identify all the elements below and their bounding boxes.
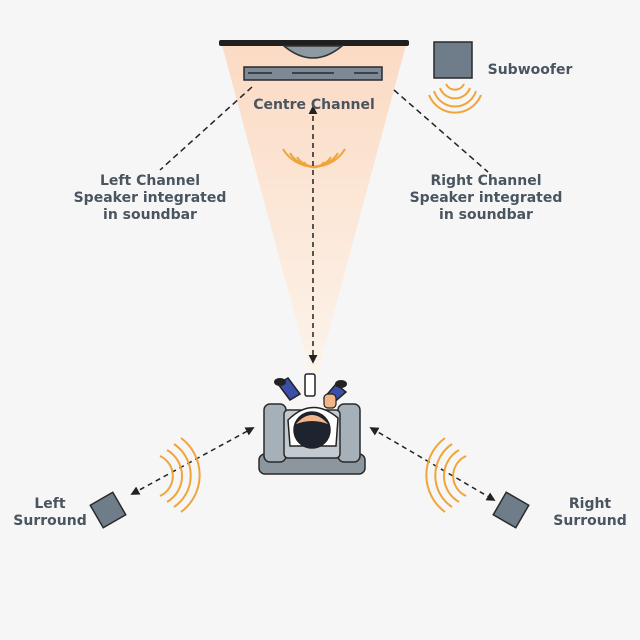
left-channel-label: Left Channel Speaker integrated in sound…: [60, 173, 240, 224]
right-channel-line-1: Right Channel: [430, 173, 542, 189]
right-surround-line-2: Surround: [553, 513, 627, 529]
right-surround-speaker: [492, 491, 530, 529]
tv-stand: [281, 45, 345, 59]
right-channel-line-3: in soundbar: [439, 207, 533, 223]
left-channel-line-2: Speaker integrated: [73, 190, 227, 206]
subwoofer-text: Subwoofer: [487, 62, 573, 78]
soundbar-beam: [222, 45, 406, 372]
right-surround-label: Right Surround: [545, 496, 635, 530]
left-surround-line-2: Surround: [13, 513, 87, 529]
listener-hand: [323, 393, 337, 409]
left-channel-line-1: Left Channel: [100, 173, 200, 189]
centre-channel-text: Centre Channel: [253, 97, 375, 113]
right-surround-sound-waves: [425, 437, 467, 513]
right-channel-line-2: Speaker integrated: [409, 190, 563, 206]
remote-control: [304, 373, 316, 397]
armchair-left-arm: [263, 403, 287, 463]
tv-screen: [219, 40, 409, 46]
listener-right-foot: [335, 380, 347, 388]
right-surround-arrow: [369, 427, 496, 501]
subwoofer-label: Subwoofer: [482, 62, 578, 79]
right-channel-pointer: [393, 89, 489, 173]
left-channel-pointer: [159, 86, 253, 171]
listener-armchair: [258, 373, 366, 475]
tv-soundbar: [219, 40, 409, 81]
left-surround-label: Left Surround: [6, 496, 94, 530]
left-surround-sound-waves: [159, 437, 201, 513]
armchair-right-arm: [337, 403, 361, 463]
right-channel-label: Right Channel Speaker integrated in soun…: [396, 173, 576, 224]
left-surround-line-1: Left: [34, 496, 66, 512]
subwoofer-sound-waves: [428, 83, 482, 114]
listener-face: [296, 415, 328, 424]
left-channel-line-3: in soundbar: [103, 207, 197, 223]
centre-channel-label: Centre Channel: [244, 97, 384, 114]
listener-left-foot: [274, 378, 286, 386]
right-surround-line-1: Right: [568, 496, 612, 512]
subwoofer-speaker: [433, 41, 473, 79]
left-surround-speaker: [89, 491, 127, 529]
left-surround-arrow: [130, 427, 255, 495]
